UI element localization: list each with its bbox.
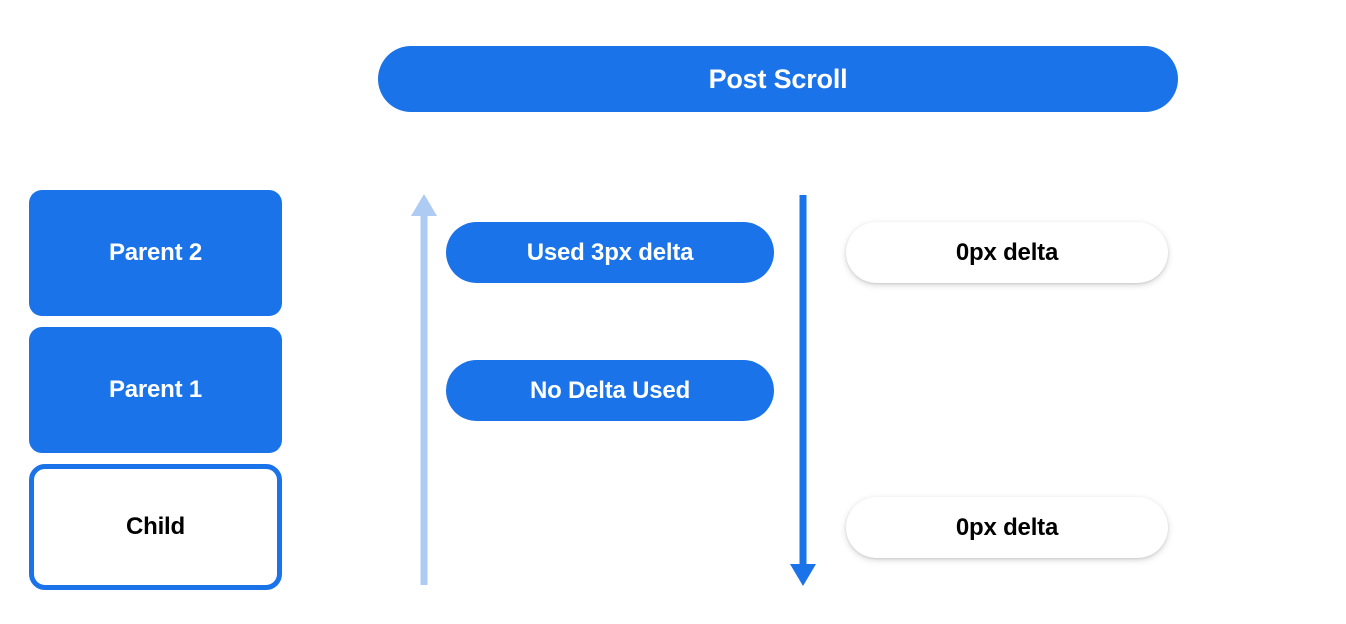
stack-box-child: Child (29, 464, 282, 590)
stack-box-parent-1-label: Parent 1 (108, 376, 203, 403)
stack-box-parent-2: Parent 2 (29, 190, 282, 316)
arrow-down-icon (790, 195, 816, 586)
post-scroll-header-label: Post Scroll (708, 63, 848, 94)
arrow-up-icon (411, 194, 437, 585)
post-scroll-header-banner: Post Scroll (378, 46, 1178, 112)
pill-zero-delta-bottom-label: 0px delta (955, 513, 1059, 541)
pill-zero-delta-bottom: 0px delta (846, 497, 1168, 558)
stack-box-parent-2-label: Parent 2 (108, 239, 203, 266)
pill-used-delta: Used 3px delta (446, 222, 774, 283)
stack-box-parent-1: Parent 1 (29, 327, 282, 453)
pill-used-delta-label: Used 3px delta (526, 238, 694, 266)
pill-no-delta-used: No Delta Used (446, 360, 774, 421)
stack-box-child-label: Child (126, 513, 185, 540)
pill-no-delta-used-label: No Delta Used (529, 376, 691, 404)
pill-zero-delta-top-label: 0px delta (955, 238, 1059, 266)
pill-zero-delta-top: 0px delta (846, 222, 1168, 283)
